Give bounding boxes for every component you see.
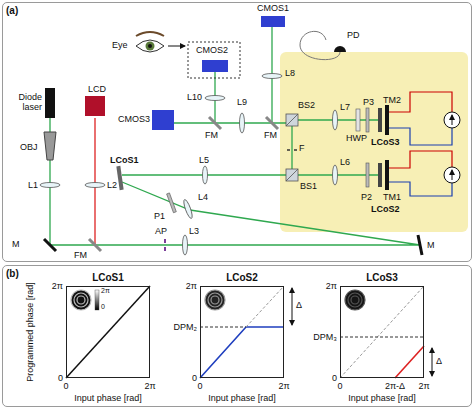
tick-label: 0	[58, 373, 63, 383]
half-wave-plate	[356, 109, 360, 131]
polarizer	[167, 108, 369, 213]
component-label: Eye	[112, 40, 128, 50]
tick-label: 2π-Δ	[385, 381, 405, 391]
component-label: BS2	[298, 100, 315, 110]
component-label: P1	[154, 211, 165, 221]
dotted-frame	[188, 42, 240, 78]
panel-letter: (a)	[3, 3, 471, 16]
component-label: L8	[285, 68, 295, 78]
beam-splitter	[286, 114, 298, 181]
tick-label: Δ	[436, 356, 442, 366]
tick-label: Δ	[296, 300, 302, 310]
flip-mirror	[89, 117, 278, 251]
fiber	[300, 31, 340, 59]
component-label: FM	[264, 130, 277, 140]
component-label: OBJ	[20, 142, 38, 152]
plot-title: LCoS1	[67, 272, 149, 283]
tick-label: 2π	[101, 287, 110, 295]
component-label: L3	[189, 226, 199, 236]
tick-label: 2π	[326, 281, 337, 291]
objective	[44, 132, 56, 160]
component-label: HWP	[346, 133, 367, 143]
component-label: LCoS1	[110, 155, 139, 165]
tick-label: DPM₃	[313, 332, 337, 342]
tick-label: 0	[197, 381, 202, 391]
component-label: AP	[155, 226, 167, 236]
photodiode	[334, 46, 346, 52]
component-label: TM1	[383, 192, 401, 202]
filter	[287, 149, 297, 151]
tick-label: 0	[101, 303, 105, 311]
tick-label: DPM₂	[174, 322, 198, 332]
tick-label: 2π	[186, 281, 197, 291]
component-label: LCD	[88, 84, 106, 94]
component-label: L5	[199, 155, 209, 165]
component-label: CMOS3	[118, 114, 150, 124]
camera-sensor	[152, 16, 285, 130]
component-label: L7	[340, 102, 350, 112]
component-label: Diode laser	[8, 92, 42, 112]
lcos-modulator	[116, 108, 382, 190]
plot-frame: LCoS2	[200, 286, 284, 378]
mirror	[418, 235, 422, 255]
component-label: M	[427, 240, 435, 250]
component-label: L1	[28, 180, 38, 190]
component-label: FM	[74, 250, 87, 260]
component-label: F	[299, 143, 305, 153]
laser-beam	[50, 27, 420, 245]
component-label: LCoS2	[371, 204, 400, 214]
plot-title: LCoS3	[341, 272, 423, 283]
diode-laser	[45, 88, 55, 118]
figure-panel: (a)	[2, 2, 472, 262]
component-label: PD	[347, 30, 360, 40]
current-source	[444, 112, 460, 183]
component-label: LCoS3	[371, 137, 400, 147]
component-label: TM2	[383, 95, 401, 105]
interferometer-region	[280, 52, 468, 232]
plot-frame: LCoS3	[340, 286, 424, 378]
lens	[40, 74, 338, 256]
aperture	[164, 239, 166, 251]
display-beam	[94, 118, 95, 245]
mirror	[44, 239, 56, 251]
component-label: CMOS2	[196, 45, 228, 55]
component-label: L9	[237, 97, 247, 107]
tick-label: 2π	[418, 381, 429, 391]
plot-frame: LCoS1	[66, 286, 150, 378]
component-label: L6	[340, 157, 350, 167]
tick-label: 0	[337, 381, 342, 391]
axis-title: Input phase [rad]	[74, 393, 142, 403]
component-label: L2	[107, 180, 117, 190]
tick-label: 2π	[144, 381, 155, 391]
component-label: FM	[205, 130, 218, 140]
lcd-display	[85, 96, 105, 116]
tick-label: 2π	[278, 381, 289, 391]
component-label: L10	[187, 92, 202, 102]
axis-title: Input phase [rad]	[348, 393, 416, 403]
component-label: L4	[198, 192, 208, 202]
component-label: CMOS1	[257, 3, 289, 13]
axis-title: Programmed phase [rad]	[25, 282, 35, 382]
eye-icon	[136, 32, 185, 52]
component-label: P2	[361, 192, 372, 202]
thermal-module	[385, 105, 389, 190]
tick-label: 0	[63, 381, 68, 391]
component-label: BS1	[300, 181, 317, 191]
plot-title: LCoS2	[201, 272, 283, 283]
tick-label: 0	[192, 373, 197, 383]
axis-title: Input phase [rad]	[208, 393, 276, 403]
tick-label: 2π	[52, 281, 63, 291]
component-label: M	[12, 239, 20, 249]
component-label: P3	[363, 97, 374, 107]
tick-label: 0	[332, 373, 337, 383]
phase-plot	[66, 286, 432, 378]
